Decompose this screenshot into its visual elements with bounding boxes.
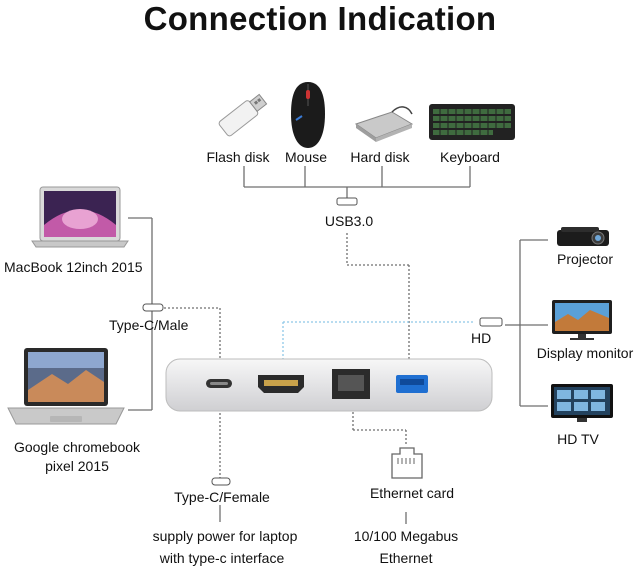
macbook-laptop-icon bbox=[31, 186, 129, 248]
usb-c-hub bbox=[165, 358, 493, 412]
hard-disk-icon bbox=[354, 106, 414, 142]
ethernet-card-icon bbox=[391, 447, 423, 479]
typec-female-label: Type-C/Female bbox=[174, 489, 270, 505]
hdmi-label: HD bbox=[471, 330, 492, 346]
chromebook-label-line2: pixel 2015 bbox=[45, 458, 109, 474]
hd-tv-icon bbox=[551, 384, 613, 422]
hard-disk-label: Hard disk bbox=[350, 149, 410, 165]
usb-label: USB3.0 bbox=[324, 213, 374, 229]
macbook-label: MacBook 12inch 2015 bbox=[4, 259, 143, 275]
hd-tv-label: HD TV bbox=[557, 431, 599, 447]
ethernet-card-label: Ethernet card bbox=[369, 485, 455, 501]
power-note-line2: with type-c interface bbox=[159, 550, 285, 566]
flash-disk-icon bbox=[218, 93, 268, 137]
mouse-label: Mouse bbox=[284, 149, 328, 165]
power-note-line1: supply power for laptop bbox=[152, 528, 298, 544]
chromebook-laptop-icon bbox=[7, 348, 125, 425]
flash-disk-label: Flash disk bbox=[206, 149, 270, 165]
mouse-icon bbox=[291, 82, 325, 148]
chromebook-label-line1: Google chromebook bbox=[13, 439, 141, 455]
projector-icon bbox=[557, 227, 609, 246]
keyboard-icon bbox=[429, 104, 515, 140]
diagram-title: Connection Indication bbox=[143, 0, 497, 37]
keyboard-label: Keyboard bbox=[440, 149, 500, 165]
ethernet-note-line1: 10/100 Megabus bbox=[353, 528, 459, 544]
display-monitor-icon bbox=[552, 300, 612, 340]
projector-label: Projector bbox=[556, 251, 614, 267]
ethernet-note-line2: Ethernet bbox=[379, 550, 433, 566]
typec-male-label: Type-C/Male bbox=[109, 317, 189, 333]
display-monitor-label: Display monitor bbox=[536, 345, 634, 361]
